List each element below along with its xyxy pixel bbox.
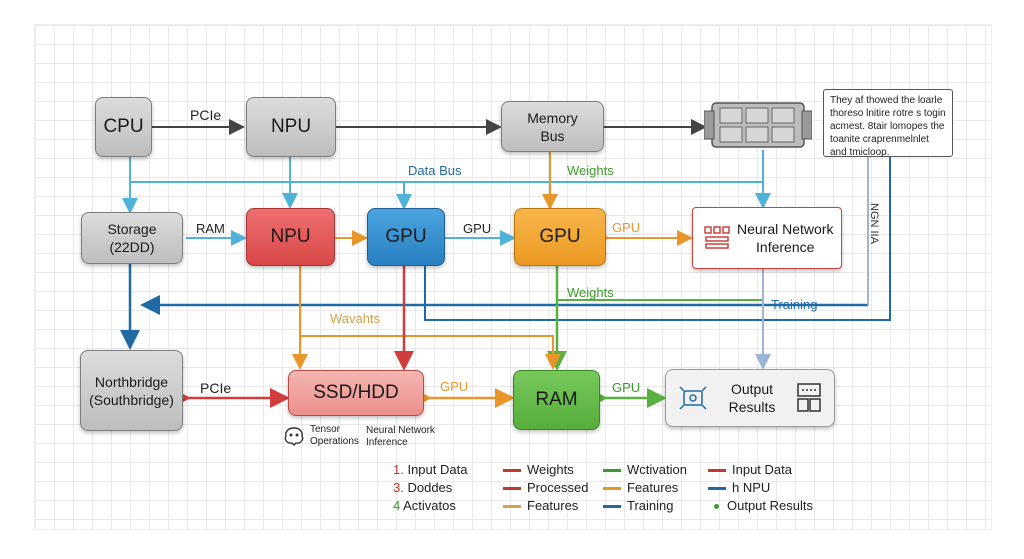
legend-item-wctivation: Wctivation <box>603 462 687 477</box>
legend-text: Processed <box>527 480 589 495</box>
label-gpu-between: GPU <box>463 221 492 236</box>
legend-text: h NPU <box>732 480 771 495</box>
neural-network-inference-node[interactable]: Neural Network Inference <box>692 207 842 269</box>
legend-item-features-2: Features <box>603 480 678 495</box>
output-results-label-1: Output <box>730 381 774 397</box>
legend-text: Features <box>627 480 679 495</box>
npu-top-label: NPU <box>270 116 312 137</box>
ram-node[interactable]: RAM <box>513 370 600 430</box>
legend-swatch <box>603 469 621 473</box>
label-weights-mid: Weights <box>567 285 614 300</box>
neural-network-text: Neural Network Inference <box>737 220 833 256</box>
storage-label-1: Storage <box>107 221 157 237</box>
label-data-bus: Data Bus <box>408 163 462 178</box>
neural-network-icon <box>704 226 730 249</box>
output-hub-icon <box>679 386 707 410</box>
legend-swatch <box>603 505 621 509</box>
ssd-hdd-label: SSD/HDD <box>313 382 399 403</box>
storage-label-2: (22DD) <box>109 239 155 255</box>
label-training: Training <box>771 297 818 312</box>
npu-top-node[interactable]: NPU <box>246 97 336 157</box>
memory-chip-icon <box>704 102 812 148</box>
label-gpu-bottom: GPU <box>440 379 469 394</box>
legend-item-training: Training <box>603 498 673 513</box>
tensor-label-2: Operations <box>310 436 359 447</box>
wire-wavahts <box>300 335 561 370</box>
legend-swatch <box>708 469 726 473</box>
neural-network-caption: Neural Network Inference <box>366 425 435 449</box>
legend-swatch <box>503 505 521 509</box>
northbridge-node[interactable]: Northbridge (Southbridge) <box>80 350 183 431</box>
legend-text: Output Results <box>727 498 813 513</box>
legend-item-activatos: 4 Activatos <box>393 498 456 513</box>
legend-text: Weights <box>527 462 574 477</box>
label-gpu-bottom-right: GPU <box>612 380 641 395</box>
output-grid-icon <box>797 383 821 412</box>
legend-number: 1. <box>393 462 404 477</box>
tensor-operations: Tensor Operations <box>282 424 359 448</box>
storage-node[interactable]: Storage (22DD) <box>81 212 183 264</box>
legend-item-input-data-num: 1. Input Data <box>393 462 467 477</box>
legend-item-output-results: Output Results <box>708 498 813 513</box>
legend-swatch <box>708 487 726 491</box>
legend-text: Input Data <box>732 462 792 477</box>
neural-network-label-2: Inference <box>756 239 815 255</box>
legend-number: 4 <box>393 498 401 513</box>
gpu-orange-label: GPU <box>539 226 581 247</box>
northbridge-label-2: (Southbridge) <box>89 391 174 408</box>
legend-dot <box>714 504 719 510</box>
memory-bus-node[interactable]: Memory Bus <box>501 101 604 152</box>
legend-item-input-data: Input Data <box>708 462 792 477</box>
legend-text: Input Data <box>407 462 468 477</box>
legend-text: Activatos <box>403 498 456 513</box>
legend-item-processed: Processed <box>503 480 588 495</box>
label-pcie-bottom: PCIe <box>200 380 232 396</box>
legend-swatch <box>503 487 521 491</box>
cpu-node[interactable]: CPU <box>95 97 152 157</box>
legend-text: Features <box>527 498 579 513</box>
legend-swatch <box>603 487 621 491</box>
description-note: They af thowed the loarle thoreso lnitir… <box>823 89 953 158</box>
legend-text: Training <box>627 498 674 513</box>
legend-text: Wctivation <box>627 462 687 477</box>
label-pcie-top: PCIe <box>190 107 222 123</box>
label-gpu-right: GPU <box>612 220 641 235</box>
output-results-text: Output Results <box>729 380 776 416</box>
legend-item-weights: Weights <box>503 462 574 477</box>
ram-label: RAM <box>535 389 578 410</box>
legend-item-features-1: Features <box>503 498 578 513</box>
legend-item-npu: h NPU <box>708 480 770 495</box>
northbridge-label-1: Northbridge <box>94 373 169 390</box>
gpu-blue-label: GPU <box>385 226 427 247</box>
cpu-label: CPU <box>103 116 144 137</box>
legend-item-doddes: 3. Doddes <box>393 480 452 495</box>
legend-swatch <box>503 469 521 473</box>
output-results-node[interactable]: Output Results <box>665 369 835 427</box>
npu-mid-node[interactable]: NPU <box>246 208 335 266</box>
label-ram-left: RAM <box>196 221 225 236</box>
vertical-label: NGN IIA <box>868 203 880 244</box>
memory-bus-label-1: Memory <box>527 109 578 126</box>
output-results-label-2: Results <box>728 399 776 415</box>
ssd-hdd-node[interactable]: SSD/HDD <box>288 370 424 416</box>
label-weights-top: Weights <box>567 163 614 178</box>
nn-caption-1: Neural Network <box>366 425 435 436</box>
memory-bus-label-2: Bus <box>540 127 565 144</box>
legend-text: Doddes <box>407 480 453 495</box>
gpu-orange-node[interactable]: GPU <box>514 208 606 266</box>
npu-mid-label: NPU <box>270 226 311 247</box>
wire-gpublue-loop <box>424 150 891 321</box>
nn-caption-2: Inference <box>366 437 408 448</box>
gpu-blue-node[interactable]: GPU <box>367 208 445 266</box>
tensor-brain-icon <box>284 427 304 446</box>
tensor-label-1: Tensor <box>310 424 341 435</box>
neural-network-label-1: Neural Network <box>737 221 834 237</box>
label-wavahts: Wavahts <box>330 311 381 326</box>
legend-number: 3. <box>393 480 404 495</box>
